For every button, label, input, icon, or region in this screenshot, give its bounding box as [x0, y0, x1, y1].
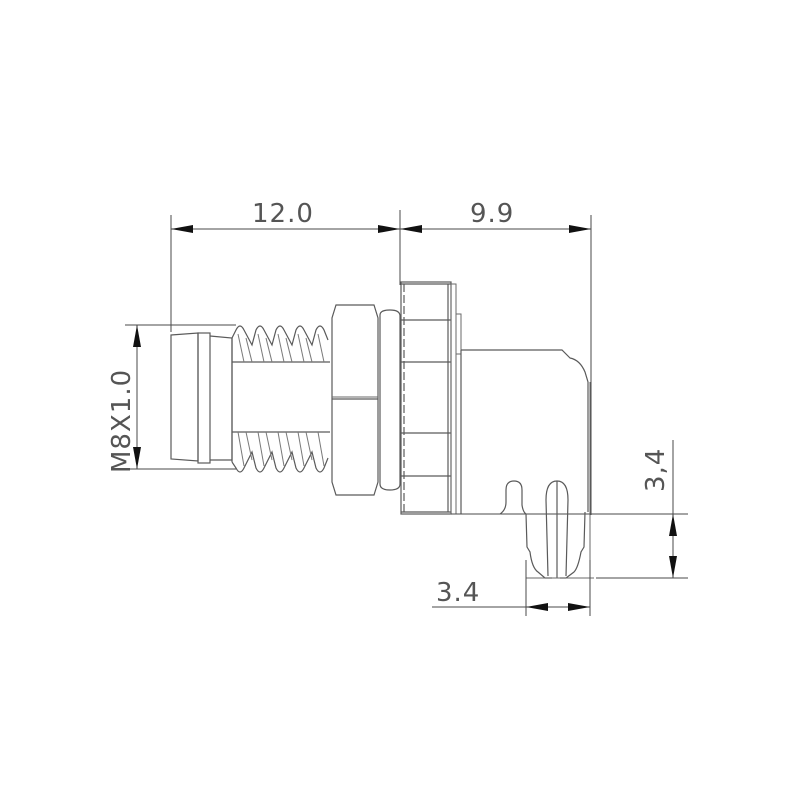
washer [379, 309, 401, 491]
dim-label-pin-pitch: 3.4 [436, 578, 480, 608]
dim-label-12: 12.0 [252, 199, 314, 229]
threaded-body [231, 325, 330, 473]
hex-nut [331, 304, 379, 496]
flange-nut [400, 281, 462, 515]
dimension-pin-pitch: 3.4 [432, 560, 591, 616]
dim-label-pin-height: 3,4 [641, 448, 671, 492]
pcb-pins [499, 480, 594, 579]
dim-label-thread: M8X1.0 [107, 369, 137, 473]
front-cap [170, 332, 233, 464]
dimension-pin-height: 3,4 [596, 440, 688, 579]
dimension-top: 12.0 9.9 [170, 199, 592, 515]
dimension-thread: M8X1.0 [107, 324, 236, 473]
dim-label-9-9: 9.9 [470, 199, 514, 229]
rear-housing [455, 349, 591, 578]
